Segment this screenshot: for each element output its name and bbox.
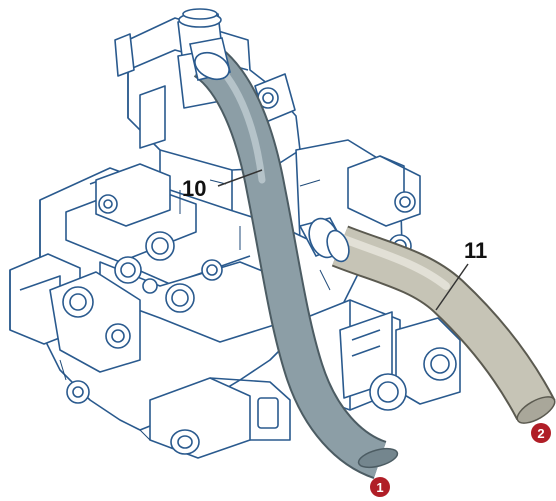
callout-10: 10 [182,169,263,201]
marker-1-disc [370,477,390,497]
hose-10-fitting [189,37,231,81]
hose-11-end [516,396,556,424]
callout-11: 11 [435,238,487,311]
marker-1: 1 [370,477,390,497]
hose-10 [189,37,399,479]
marker-2-label: 2 [537,426,544,441]
callout-label-10: 10 [182,176,206,201]
hose-11 [298,217,556,424]
marker-2: 2 [531,423,551,443]
callout-label-11: 11 [464,238,487,263]
marker-2-disc [531,423,551,443]
hose-10-end [357,447,399,469]
leader-line-11 [435,263,469,311]
leader-line-10 [217,169,263,187]
hose-11-fitting [298,217,350,263]
marker-1-label: 1 [376,480,383,495]
